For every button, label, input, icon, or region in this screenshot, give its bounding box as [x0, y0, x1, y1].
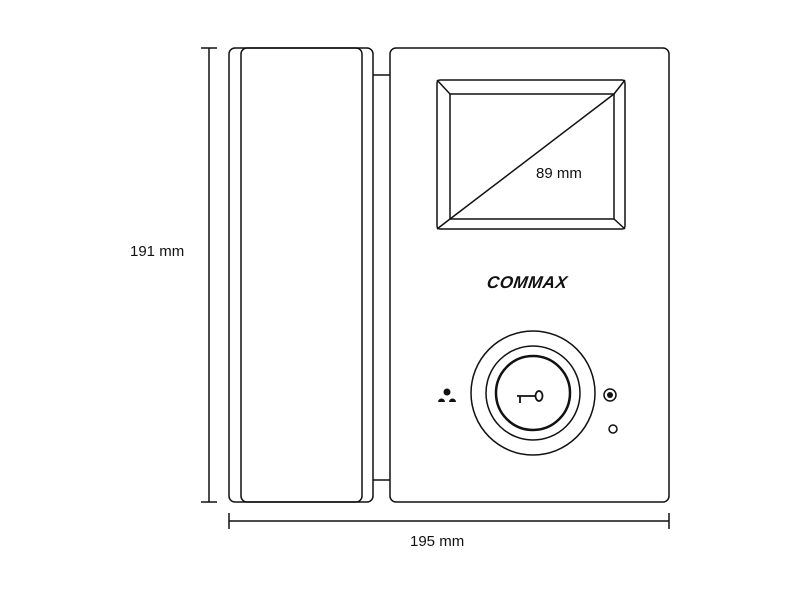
- height-label: 191 mm: [130, 243, 185, 260]
- door-open-button: [470, 330, 596, 456]
- screen-diagonal: [449, 93, 615, 220]
- led-icon: [608, 424, 618, 434]
- record-indicator-icon: [603, 388, 617, 402]
- height-dimension-line: [201, 47, 217, 503]
- brand-logo: COMMAX: [485, 273, 569, 292]
- monitor-body: [389, 47, 670, 503]
- width-label: 195 mm: [410, 533, 465, 550]
- handset: [228, 47, 374, 503]
- handset-connector: [373, 74, 390, 481]
- key-icon: [517, 390, 544, 403]
- width-dimension-line: [228, 513, 670, 529]
- screen-diagonal-label: 89 mm: [536, 165, 582, 182]
- screen: [436, 79, 626, 230]
- users-icon: [438, 388, 456, 402]
